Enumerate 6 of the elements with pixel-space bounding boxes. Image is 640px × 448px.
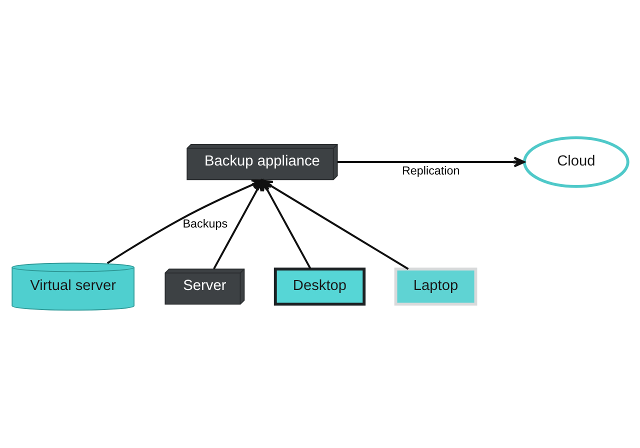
node-box: Desktop xyxy=(274,268,366,306)
node-box: Laptop xyxy=(394,268,478,306)
arrow xyxy=(337,156,526,168)
edge-label: Replication xyxy=(402,164,460,178)
edge-label: Backups xyxy=(182,218,228,231)
node-ellipse: Cloud xyxy=(522,136,630,188)
